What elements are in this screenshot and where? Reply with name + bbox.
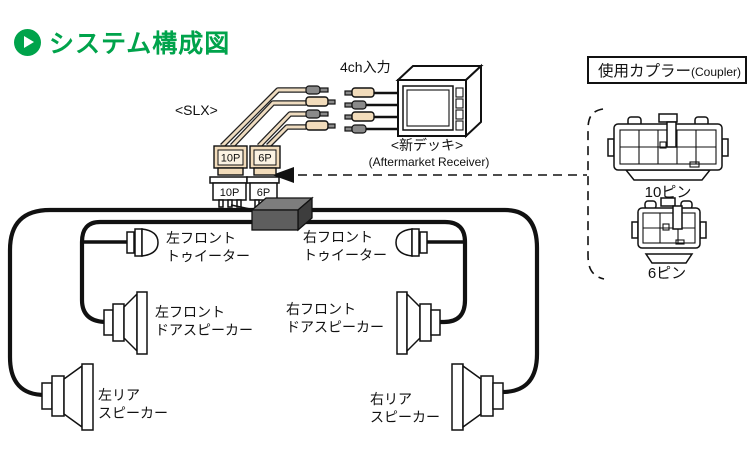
left-front-tweeter-label-2: トゥイーター — [166, 248, 250, 264]
right-rear-label-2: スピーカー — [370, 409, 440, 425]
right-rear-label-1: 右リア — [370, 391, 412, 407]
connector-10p-vehicle: 10P — [209, 176, 248, 208]
speaker-wires — [7, 207, 540, 398]
left-rear-speaker-icon — [41, 363, 94, 431]
connector-10p-harness: 10P — [213, 145, 248, 176]
right-front-tweeter-label-2: トゥイーター — [303, 247, 387, 263]
right-front-door-label-2: ドアスピーカー — [286, 319, 384, 335]
right-front-door-speaker-icon — [396, 291, 441, 355]
right-front-tweeter-icon — [395, 228, 428, 257]
connector-10p-harness-label: 10P — [221, 153, 241, 165]
right-front-door-label-1: 右フロント — [286, 301, 356, 317]
connector-10p-vehicle-label: 10P — [220, 187, 240, 199]
input-4ch-label: 4ch入力 — [340, 59, 391, 75]
deck-screen — [402, 85, 454, 131]
inner-speaker-wire — [79, 219, 468, 325]
coupler-title: 使用カプラー(Coupler) — [598, 62, 741, 80]
play-bullet-icon — [14, 28, 41, 56]
left-front-tweeter-icon — [126, 228, 159, 257]
page-header: システム構成図 — [14, 24, 230, 60]
dashed-brace-line — [587, 108, 605, 280]
outer-speaker-wire — [7, 207, 540, 398]
deck-label: <新デッキ> — [391, 137, 463, 153]
harness-wires — [220, 87, 306, 148]
coupler-6pin-label: 6ピン — [648, 265, 686, 282]
connector-6p-harness-label: 6P — [258, 153, 271, 165]
coupler-panel: 使用カプラー(Coupler) 10ピン — [587, 56, 747, 282]
aftermarket-deck — [395, 63, 484, 139]
left-rear-label-2: スピーカー — [98, 405, 168, 421]
bullet-terminals-right — [344, 87, 398, 134]
left-front-door-label-2: ドアスピーカー — [155, 322, 253, 338]
left-rear-label-1: 左リア — [98, 387, 140, 403]
bullet-terminals-left — [305, 85, 336, 131]
junction-box — [230, 196, 314, 232]
deck-sublabel: (Aftermarket Receiver) — [369, 155, 490, 169]
right-front-tweeter-label-1: 右フロント — [303, 229, 373, 245]
left-front-door-speaker-icon — [103, 291, 148, 355]
coupler-10pin-label: 10ピン — [645, 184, 692, 201]
left-front-door-label-1: 左フロント — [155, 304, 225, 320]
coupler-6pin-drawing — [631, 197, 707, 264]
left-front-tweeter-label-1: 左フロント — [166, 230, 236, 246]
connector-6p-harness: 6P — [249, 145, 281, 176]
callout-arrow-icon — [272, 167, 294, 183]
slx-label: <SLX> — [175, 102, 218, 118]
coupler-10pin-drawing — [607, 113, 729, 181]
right-rear-speaker-icon — [451, 363, 504, 431]
page-title: システム構成図 — [49, 30, 231, 58]
connector-6p-vehicle-label: 6P — [257, 187, 270, 199]
speaker-labels: 左フロント トゥイーター 右フロント トゥイーター 左フロント ドアスピーカー … — [98, 229, 440, 425]
coupler-title-box — [587, 56, 747, 84]
callout-dashed-lines — [272, 108, 605, 280]
